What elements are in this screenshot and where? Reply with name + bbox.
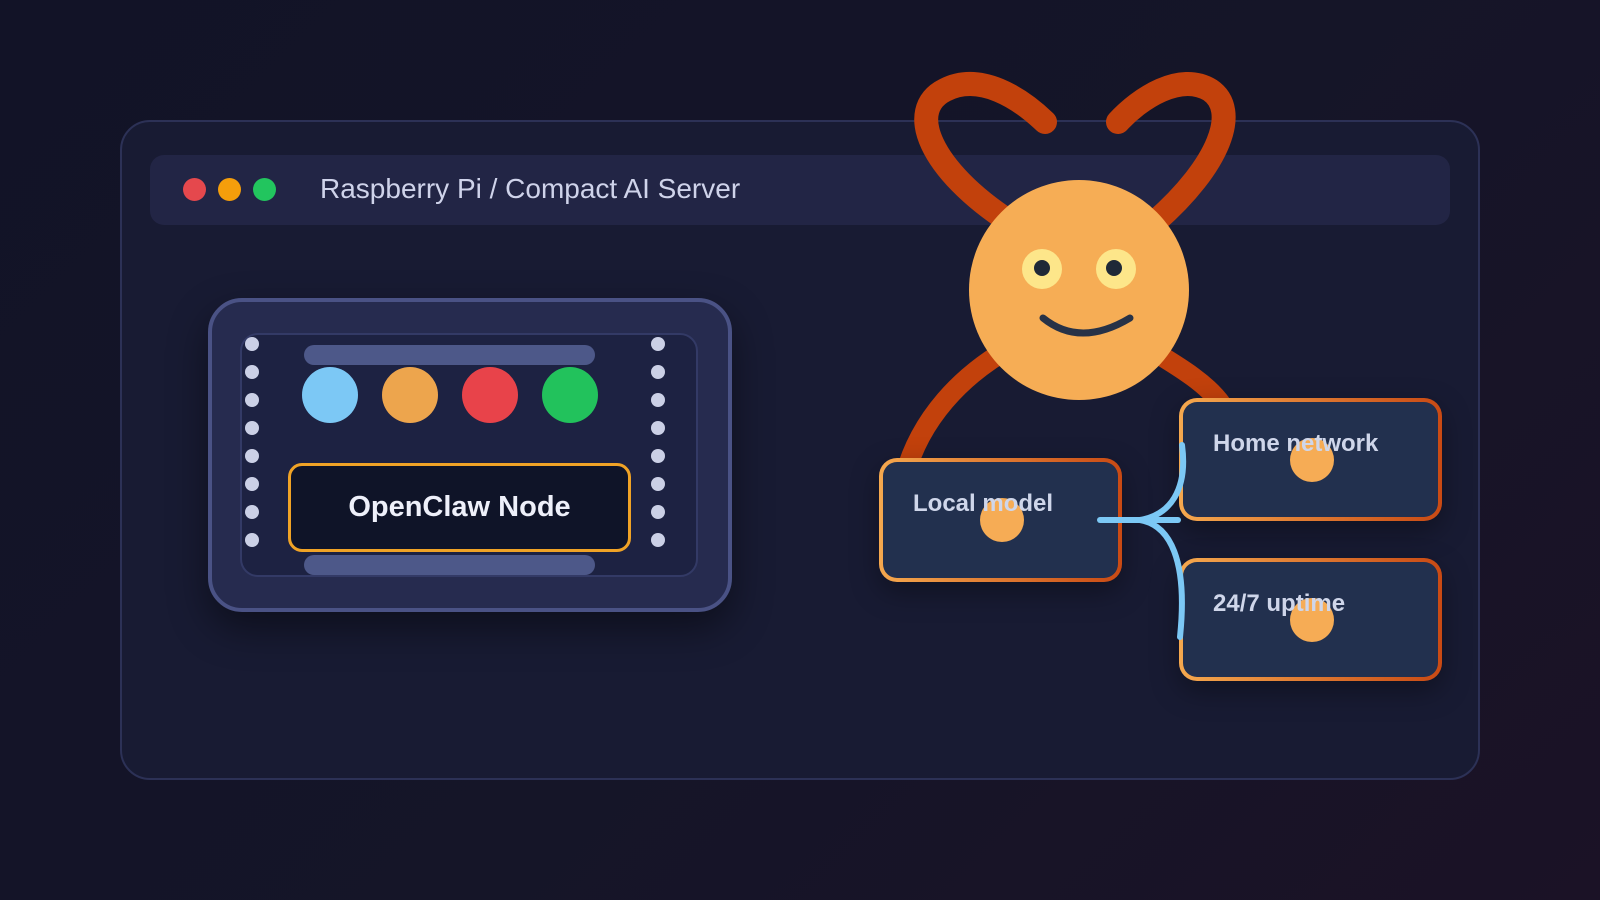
card-label: Home network (1213, 430, 1379, 457)
maximize-window-button[interactable] (253, 178, 276, 201)
gpio-pin (651, 393, 665, 407)
card-uptime: 24/7 uptime (1179, 558, 1442, 681)
gpio-pin (245, 533, 259, 547)
mascot-left-pupil (1034, 260, 1050, 276)
gpio-pin (651, 365, 665, 379)
card-indicator-dot (980, 498, 1024, 542)
status-led-orange (382, 367, 438, 423)
gpio-pin (245, 337, 259, 351)
left-antenna-claw (914, 72, 1057, 234)
gpio-pin (245, 477, 259, 491)
top-connector-bar (304, 345, 595, 365)
gpio-pin (651, 477, 665, 491)
gpio-pin (245, 449, 259, 463)
mascot-face (969, 180, 1189, 400)
gpio-pin (245, 365, 259, 379)
close-window-button[interactable] (183, 178, 206, 201)
connector-branch-down (1137, 517, 1185, 640)
connector-branch-up (1137, 442, 1187, 523)
card-home-network: Home network (1179, 398, 1442, 521)
gpio-pin (245, 505, 259, 519)
card-indicator-dot (1290, 598, 1334, 642)
status-led-red (462, 367, 518, 423)
minimize-window-button[interactable] (218, 178, 241, 201)
mascot-right-pupil (1106, 260, 1122, 276)
status-led-blue (302, 367, 358, 423)
title-bar: Raspberry Pi / Compact AI Server (150, 155, 1450, 225)
card-indicator-dot (1290, 438, 1334, 482)
card-local-model: Local model (879, 458, 1122, 582)
gpio-pin (651, 533, 665, 547)
mascot-smile (1039, 314, 1134, 337)
card-label: Local model (913, 490, 1054, 517)
window-title: Raspberry Pi / Compact AI Server (320, 173, 741, 204)
bottom-connector-bar (304, 555, 595, 575)
gpio-pin (651, 449, 665, 463)
gpio-pin (651, 505, 665, 519)
gpio-pin (245, 393, 259, 407)
gpio-pin (651, 337, 665, 351)
right-antenna-claw (1106, 72, 1236, 234)
status-led-green (542, 367, 598, 423)
card-label: 24/7 uptime (1213, 590, 1346, 617)
node-label: OpenClaw Node (288, 463, 631, 552)
gpio-pin (651, 421, 665, 435)
gpio-pin (245, 421, 259, 435)
